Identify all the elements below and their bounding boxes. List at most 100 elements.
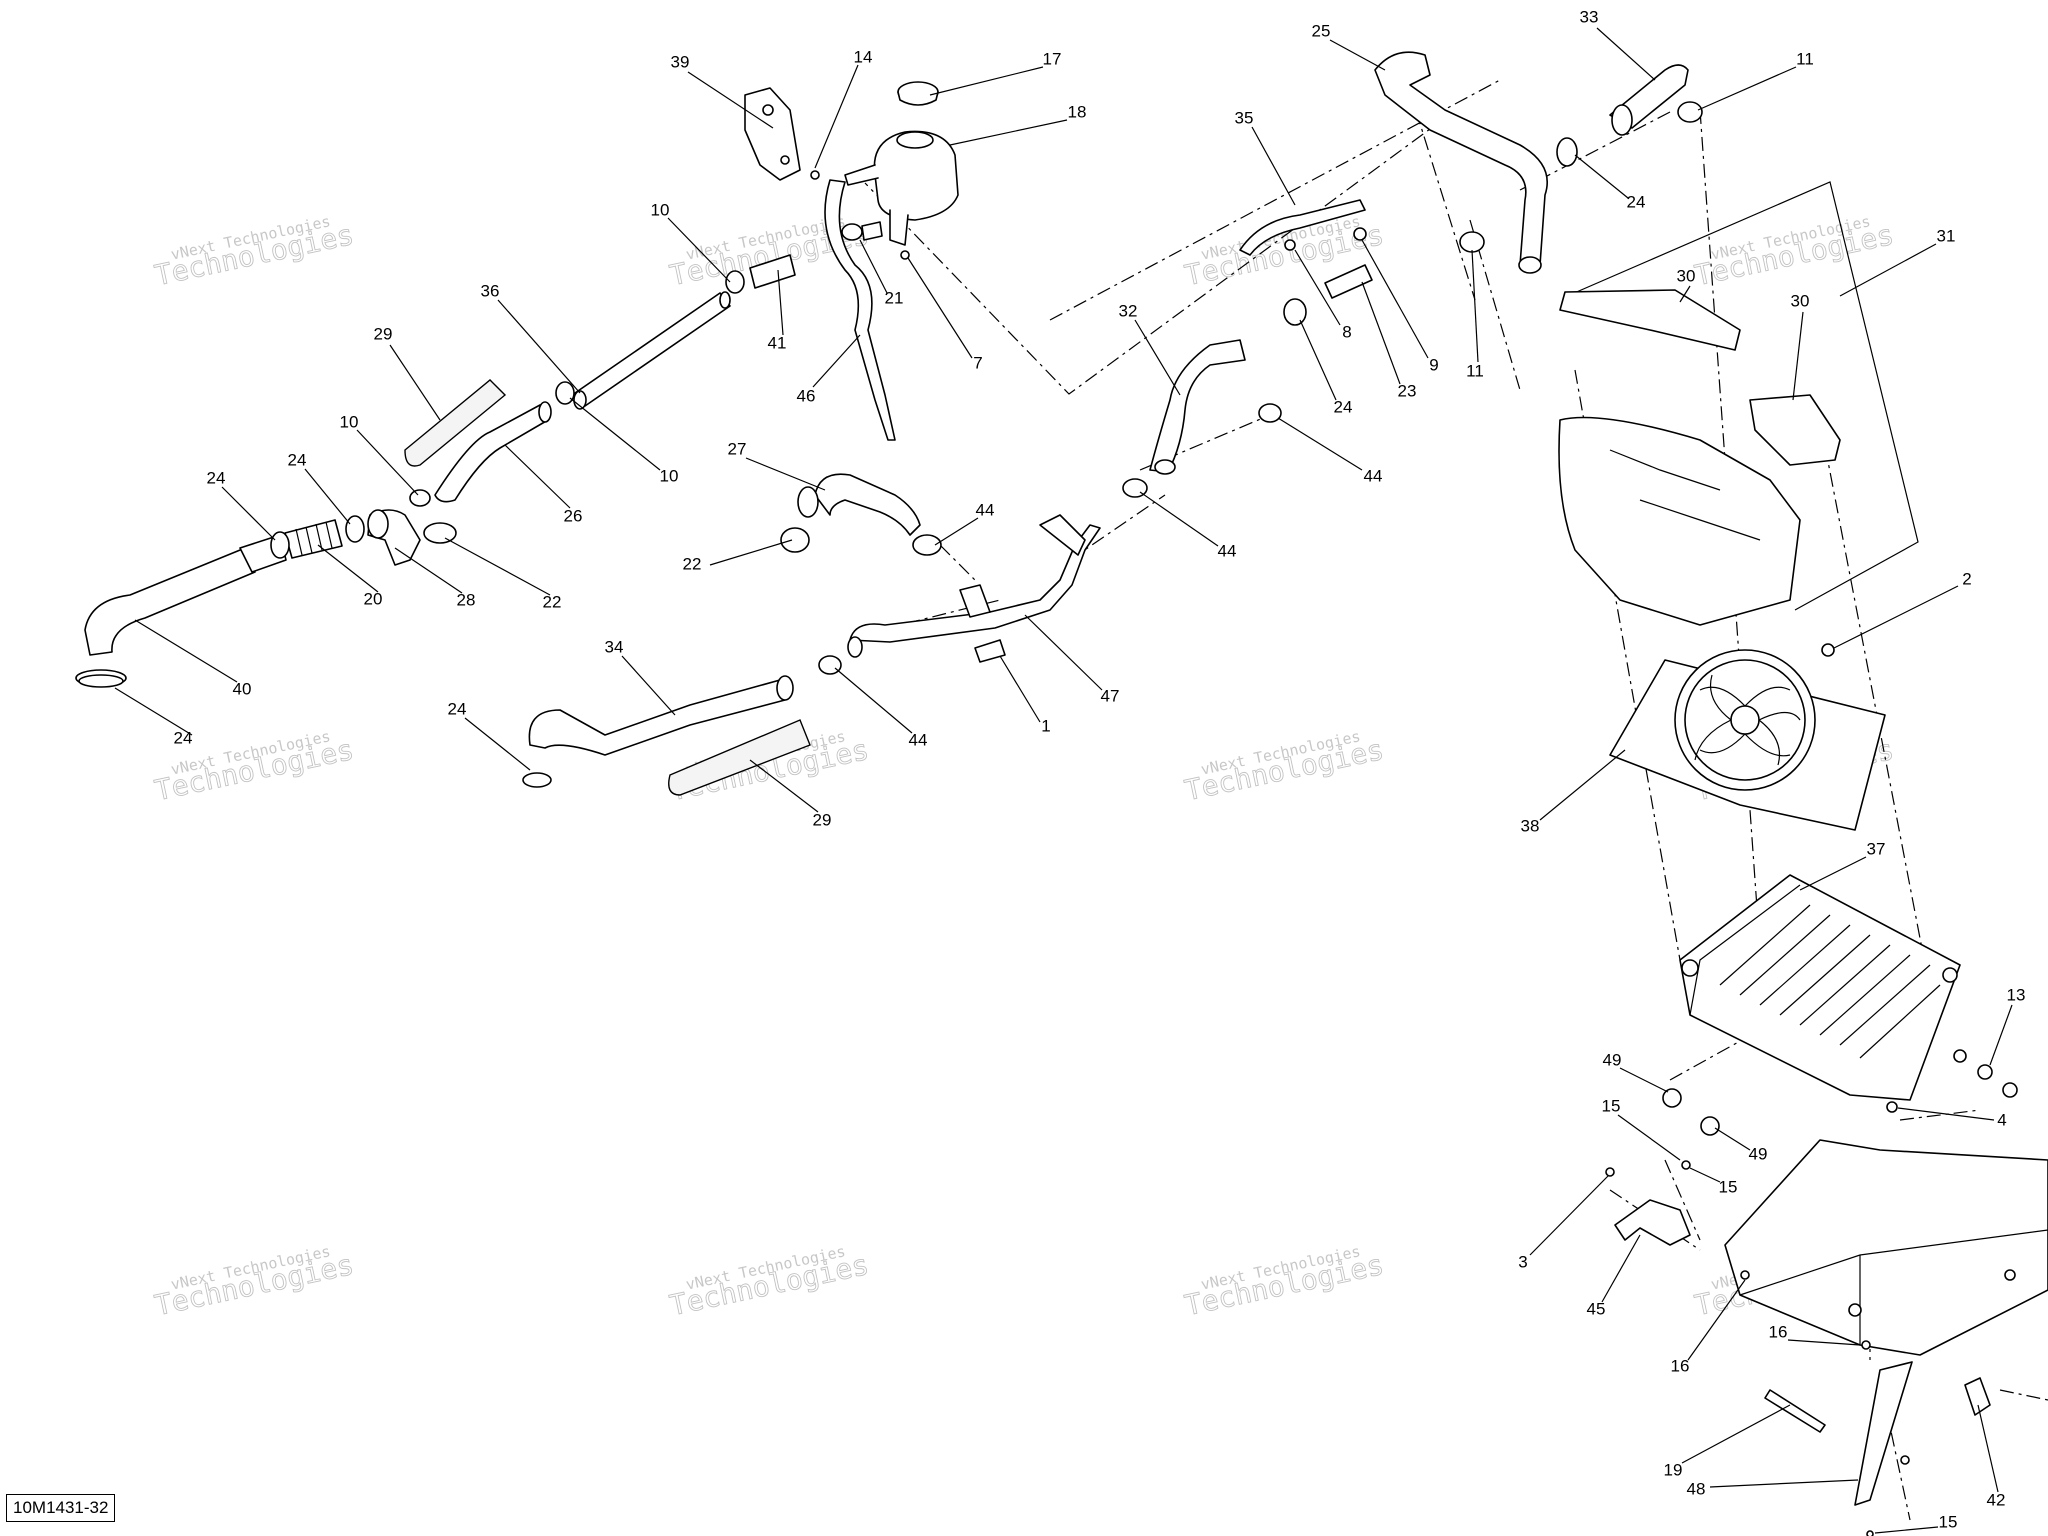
callout-18: 18: [1068, 102, 1087, 121]
callout-35: 35: [1235, 108, 1254, 127]
callout-27: 27: [728, 439, 747, 458]
callout-44: 44: [1364, 466, 1383, 485]
callout-13: 13: [2007, 985, 2026, 1004]
bracket-48: [1854, 1361, 1913, 1506]
clamp-44-d: [1258, 403, 1282, 423]
callout-15: 15: [1602, 1096, 1621, 1115]
callout-31: 31: [1937, 226, 1956, 245]
callout-30: 30: [1791, 291, 1810, 310]
callout-41: 41: [768, 333, 787, 352]
grommets-49: [1662, 1088, 1720, 1136]
group-bracket-31: [1564, 181, 1919, 611]
screw-8: [1284, 239, 1296, 251]
clamp-24-a: [270, 515, 365, 559]
hose-29-lower: [668, 719, 811, 796]
screw-7: [900, 250, 910, 260]
callout-29: 29: [813, 810, 832, 829]
callout-48: 48: [1687, 1479, 1706, 1498]
pipe-36: [573, 291, 731, 410]
strip-19: [1764, 1389, 1826, 1433]
clamp-44-a: [912, 534, 942, 556]
callout-24: 24: [1627, 192, 1646, 211]
screw-3: [1605, 1167, 1615, 1177]
connector-41: [749, 254, 796, 289]
hose-35: [1239, 199, 1366, 256]
callout-22: 22: [543, 592, 562, 611]
shroud-31: [1558, 416, 1801, 626]
callout-1: 1: [1041, 716, 1050, 735]
screw-14: [810, 170, 820, 180]
hose-34: [528, 675, 794, 756]
connector-20: [284, 519, 343, 559]
clamp-24-lower-left: [75, 669, 127, 688]
clamp-10-mid: [555, 270, 745, 405]
duct-30-right: [1749, 394, 1841, 466]
callout-32: 32: [1119, 301, 1138, 320]
callout-36: 36: [481, 281, 500, 300]
callout-7: 7: [973, 353, 982, 372]
callout-3: 3: [1518, 1252, 1527, 1271]
callout-42: 42: [1987, 1490, 2006, 1509]
callout-44: 44: [1218, 541, 1237, 560]
callout-16: 16: [1671, 1356, 1690, 1375]
callout-46: 46: [797, 386, 816, 405]
clamp-10-left: [409, 489, 431, 507]
callout-37: 37: [1867, 839, 1886, 858]
callout-23: 23: [1398, 381, 1417, 400]
callout-40: 40: [233, 679, 252, 698]
screw-16: [1740, 1270, 1871, 1350]
reservoir-bracket-39: [744, 87, 801, 181]
hose-46: [824, 179, 896, 441]
hose-32: [1149, 339, 1246, 475]
callout-10: 10: [660, 466, 679, 485]
clamp-11-mid: [1459, 231, 1485, 253]
hose-27: [797, 473, 921, 536]
callout-17: 17: [1043, 49, 1062, 68]
grommets-13: [1953, 1049, 2018, 1098]
bracket-45: [1614, 1199, 1691, 1246]
screw-15-lower: [1866, 1455, 1910, 1536]
callout-22: 22: [683, 554, 702, 573]
bracket-42: [1964, 1377, 1991, 1416]
radiator-37: [1679, 874, 1961, 1101]
callout-33: 33: [1580, 7, 1599, 26]
duct-30-top: [1559, 289, 1741, 351]
callout-45: 45: [1587, 1299, 1606, 1318]
callout-8: 8: [1342, 322, 1351, 341]
callout-11: 11: [1796, 49, 1814, 68]
callout-28: 28: [457, 590, 476, 609]
callout-21: 21: [885, 288, 904, 307]
callout-10: 10: [340, 412, 359, 431]
leader-lines: [114, 27, 2013, 1534]
clamp-24-hose-34: [522, 772, 552, 788]
callout-24: 24: [288, 450, 307, 469]
reference-code: 10M1431-32: [6, 1494, 116, 1522]
callout-26: 26: [564, 506, 583, 525]
callout-4: 4: [1997, 1110, 2006, 1129]
callout-49: 49: [1603, 1050, 1622, 1069]
screw-4: [1886, 1101, 1898, 1113]
callout-14: 14: [854, 47, 873, 66]
callout-34: 34: [605, 637, 624, 656]
screw-2: [1821, 643, 1835, 657]
callout-47: 47: [1101, 686, 1120, 705]
callout-24: 24: [207, 468, 226, 487]
callout-39: 39: [671, 52, 690, 71]
callout-24: 24: [448, 699, 467, 718]
callout-11: 11: [1466, 361, 1484, 380]
fan-38: [1609, 649, 1886, 831]
callout-10: 10: [651, 200, 670, 219]
screw-15: [1681, 1160, 1691, 1170]
clamp-24-mid: [1283, 298, 1307, 326]
hose-40: [84, 534, 287, 656]
clamp-22-left: [423, 522, 457, 544]
hose-29-upper: [404, 379, 507, 467]
callout-30: 30: [1677, 266, 1696, 285]
support-frame: [1724, 1139, 2048, 1356]
callout-44: 44: [976, 500, 995, 519]
